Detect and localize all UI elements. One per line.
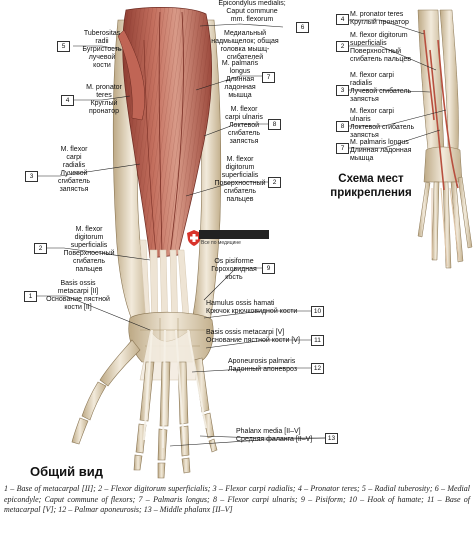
shield-cross-icon [187,230,201,246]
label-flexor-digitorum-superficialis-upper: M. flexor digitorum superficialis Поверх… [214,156,266,203]
scheme-number-4: 4 [336,14,349,25]
number-box-1: 1 [24,291,37,302]
pronator-teres [117,29,145,121]
attachment-scheme-arm [417,9,473,269]
watermark-bar [199,230,269,239]
forearm-main [71,7,222,479]
thumb-bones [71,339,141,445]
number-box-13: 13 [325,433,338,444]
label-hook-of-hamate: Hamulus ossis hamati Крючок крючковидной… [206,300,298,315]
label-middle-phalanx: Phalanx media [II–V] Средняя фаланга [II… [236,428,313,443]
scheme-label-flexor-carpi-ulnaris: M. flexor carpi ulnaris Локтевой сгибате… [350,108,415,139]
label-flexor-digitorum-superficialis-lower: M. flexor digitorum superficialis Поверх… [63,226,115,273]
label-pronator-teres: M. pronator teres Круглый пронатор [86,84,122,115]
label-medial-epicondyle-ru: Медиальный надмыщелок; общая головка мыш… [211,30,279,61]
number-box-10: 10 [311,306,324,317]
number-box-3: 3 [25,171,38,182]
leader-lines [35,19,447,447]
number-box-11: 11 [311,335,324,346]
number-box-2-lower: 2 [34,243,47,254]
number-box-5: 5 [57,41,70,52]
scheme-number-7: 7 [336,143,349,154]
scheme-title: Схема мест прикрепления [330,173,412,199]
general-view-title: Общий вид [30,464,103,479]
scheme-label-flexor-digitorum: M. flexor digitorum superficialis Поверх… [350,32,411,63]
label-flexor-carpi-ulnaris: M. flexor carpi ulnaris Локтевой сгибате… [225,106,263,145]
scheme-number-2: 2 [336,41,349,52]
number-box-12: 12 [311,363,324,374]
scheme-label-pronator-teres: M. pronator teres Круглый пронатор [350,11,409,26]
number-box-7: 7 [262,72,275,83]
scheme-number-8: 8 [336,121,349,132]
number-box-9: 9 [262,263,275,274]
label-radial-tuberosity: Tuberositas radii Бугристость лучевой ко… [82,30,122,69]
label-flexor-carpi-radialis: M. flexor carpi radialis Лучевой сгибате… [57,146,91,193]
scheme-number-3: 3 [336,85,349,96]
label-base-metacarpal-ii: Basis ossis metacarpi [II] Основание пяс… [46,280,110,311]
figure-caption: 1 – Base of metacarpal [II]; 2 – Flexor … [4,484,470,514]
scheme-label-flexor-carpi-radialis: M. flexor carpi radialis Лучевой сгибате… [350,72,412,103]
label-palmaris-longus: M. palmaris longus Длинная ладонная мышц… [221,60,259,99]
watermark-subtitle: Все по медицине [201,240,241,246]
number-box-2-upper: 2 [268,177,281,188]
label-palmar-aponeurosis: Aponeurosis palmaris Ладонный апоневроз [228,358,298,373]
scheme-label-palmaris-longus: M. palmaris longus Длинная ладонная мышц… [350,139,412,162]
number-box-8: 8 [268,119,281,130]
label-pisiform: Os pisiforme Гороховидная кость [211,258,257,281]
watermark: Все по медицине [187,230,273,252]
number-box-4: 4 [61,95,74,106]
number-box-6: 6 [296,22,309,33]
label-medial-epicondyle: Epicondylus medialis; Caput commune mm. … [218,0,286,23]
label-base-metacarpal-v: Basis ossis metacarpi [V] Основание пяст… [206,329,300,344]
